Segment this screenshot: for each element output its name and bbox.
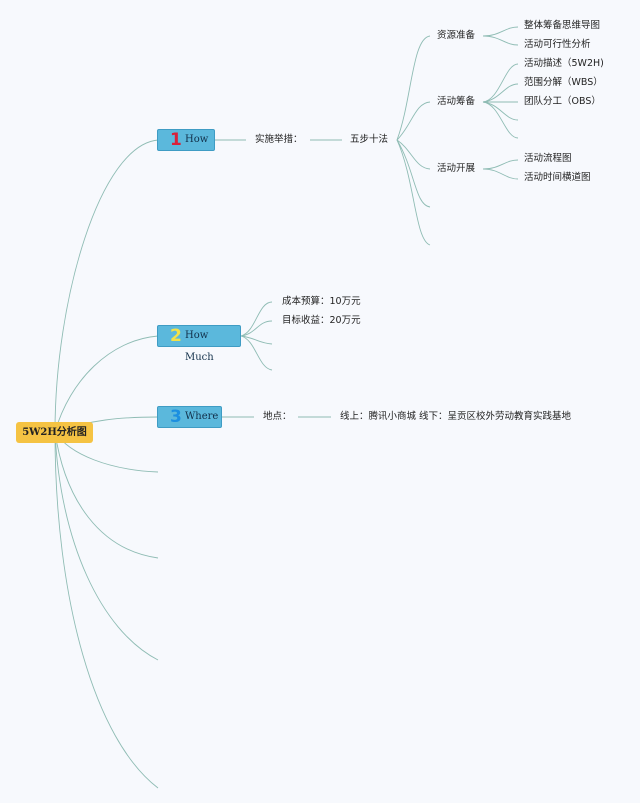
number-2-icon: 2 [170, 326, 182, 346]
node-measures[interactable]: 实施举措： [255, 134, 303, 145]
branch-label: How [185, 134, 209, 145]
node-group[interactable]: 资源准备 [437, 30, 476, 41]
node-location-value[interactable]: 线上：腾讯小商城 线下：呈贡区校外劳动教育实践基地 [340, 411, 572, 422]
branch-label: Where [185, 411, 219, 422]
node-item[interactable]: 目标收益：20万元 [282, 315, 361, 326]
node-item[interactable]: 活动流程图 [524, 153, 572, 164]
branch-how[interactable]: 1 How [157, 129, 215, 151]
node-group[interactable]: 活动开展 [437, 163, 476, 174]
node-item[interactable]: 活动描述（5W2H) [524, 58, 604, 69]
node-method[interactable]: 五步十法 [350, 134, 389, 145]
node-item[interactable]: 范围分解（WBS） [524, 77, 603, 88]
node-item[interactable]: 团队分工（OBS） [524, 96, 601, 107]
root-node[interactable]: 5W2H分析图 [16, 422, 93, 443]
node-item[interactable]: 成本预算：10万元 [282, 296, 361, 307]
node-item[interactable]: 整体筹备思维导图 [524, 20, 601, 31]
node-item[interactable]: 活动可行性分析 [524, 39, 591, 50]
number-3-icon: 3 [170, 407, 182, 427]
branch-how-much[interactable]: 2 How Much [157, 325, 241, 363]
node-item[interactable]: 活动时间横道图 [524, 172, 591, 183]
number-1-icon: 1 [170, 130, 182, 150]
branch-label: How Much [185, 330, 214, 363]
branch-where[interactable]: 3 Where [157, 406, 222, 428]
node-location-label[interactable]: 地点： [263, 411, 292, 422]
node-group[interactable]: 活动筹备 [437, 96, 476, 107]
